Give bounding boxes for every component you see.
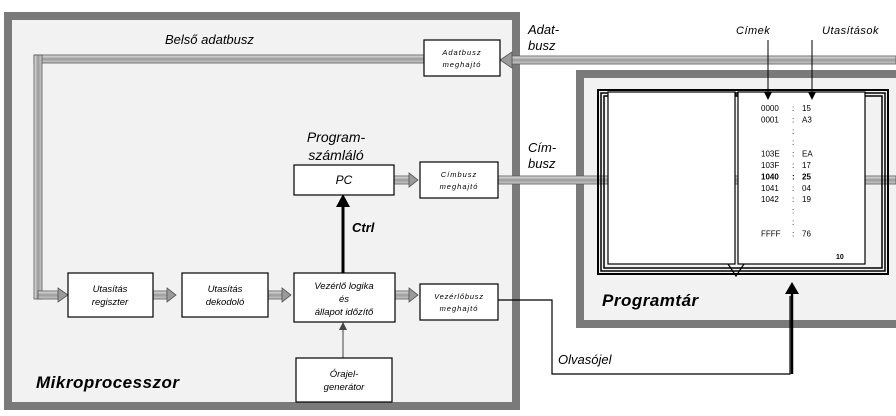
memory-separator: : [792,172,795,181]
memory-address: FFFF [761,229,781,238]
address-bus-driver-line1: Címbusz [441,170,478,179]
control-bus-driver-line2: meghajtó [440,304,479,313]
memory-value: 19 [802,195,811,204]
clock-generator-box [295,357,393,403]
memory-value: A3 [802,115,812,124]
external-address-bus-line2: busz [528,156,556,171]
external-data-bus-line1: Adat- [527,22,560,37]
ctrl-label: Ctrl [352,220,375,235]
processor-title: Mikroprocesszor [36,373,180,392]
pc-label: PC [336,173,353,187]
memory-separator: : [792,127,794,136]
memory-value: 04 [802,184,811,193]
memory-separator: : [792,138,794,147]
header-arrows [764,40,816,100]
memory-address: 0001 [761,115,779,124]
control-logic-line1: Vezérlő logika [314,281,373,292]
clock-generator-line1: Órajel- [330,369,359,380]
block-connectors [152,172,419,303]
memory-separator: : [792,115,794,124]
addresses-header: Címek [736,25,770,37]
memory-value: 17 [802,161,811,170]
external-data-bus-line2: busz [528,38,556,53]
internal-bus-label: Belső adatbusz [165,32,254,47]
memory-value: 76 [802,229,811,238]
memory-address: 0000 [761,104,779,113]
memory-address: 103E [761,150,780,159]
pc-box [293,164,395,196]
control-logic-line3: állapot időzítő [315,307,374,318]
memory-value: EA [802,150,813,159]
memory-address: 1040 [761,172,779,181]
memory-separator: : [792,161,794,170]
control-bus-driver-box [419,283,499,321]
control-bus-driver-line1: Vezérlőbusz [434,292,484,301]
data-bus-driver-line2: meghajtó [443,60,482,69]
address-bus-driver-box [419,161,499,199]
clock-generator-line2: generátor [324,382,366,393]
memory-value: 25 [802,172,811,181]
memory-address: 1041 [761,184,779,193]
book-icon [597,89,889,278]
memory-separator: : [792,218,794,227]
ctrl-arrow [336,194,350,273]
memory-value: 15 [802,104,811,113]
memory-table: 0000:150001:A3::103E:EA103F:171040:25104… [761,104,813,238]
external-address-bus-line1: Cím- [528,140,557,155]
control-logic-box [293,272,396,323]
instruction-decoder-box [181,272,269,318]
program-store-title: Programtár [602,291,700,310]
memory-separator: : [792,229,794,238]
instruction-register-box [67,272,154,318]
memory-address: 103F [761,161,779,170]
instructions-header: Utasítások [822,25,879,37]
control-logic-line2: és [339,294,349,305]
memory-separator: : [792,195,794,204]
data-bus-driver-line1: Adatbusz [441,48,481,57]
memory-separator: : [792,104,794,113]
microprocessor-frame [4,12,520,410]
memory-address: 1042 [761,195,779,204]
read-signal-line [498,282,799,375]
instr-decoder-line1: Utasítás [208,284,243,295]
program-counter-label-line1: Program- [307,129,366,145]
page-number: 10 [836,254,844,261]
address-bus-driver-line2: meghajtó [440,182,479,191]
memory-separator: : [792,184,794,193]
memory-separator: : [792,150,794,159]
instr-register-line1: Utasítás [93,284,128,295]
memory-separator: : [792,207,794,216]
clock-arrow [339,322,347,358]
instr-register-line2: regiszter [92,297,129,308]
program-counter-label-line2: számláló [308,147,363,163]
external-data-bus [499,51,896,69]
instr-decoder-line2: dekodoló [206,297,245,308]
read-signal-label: Olvasójel [558,352,613,367]
data-bus-driver-box [423,39,501,77]
